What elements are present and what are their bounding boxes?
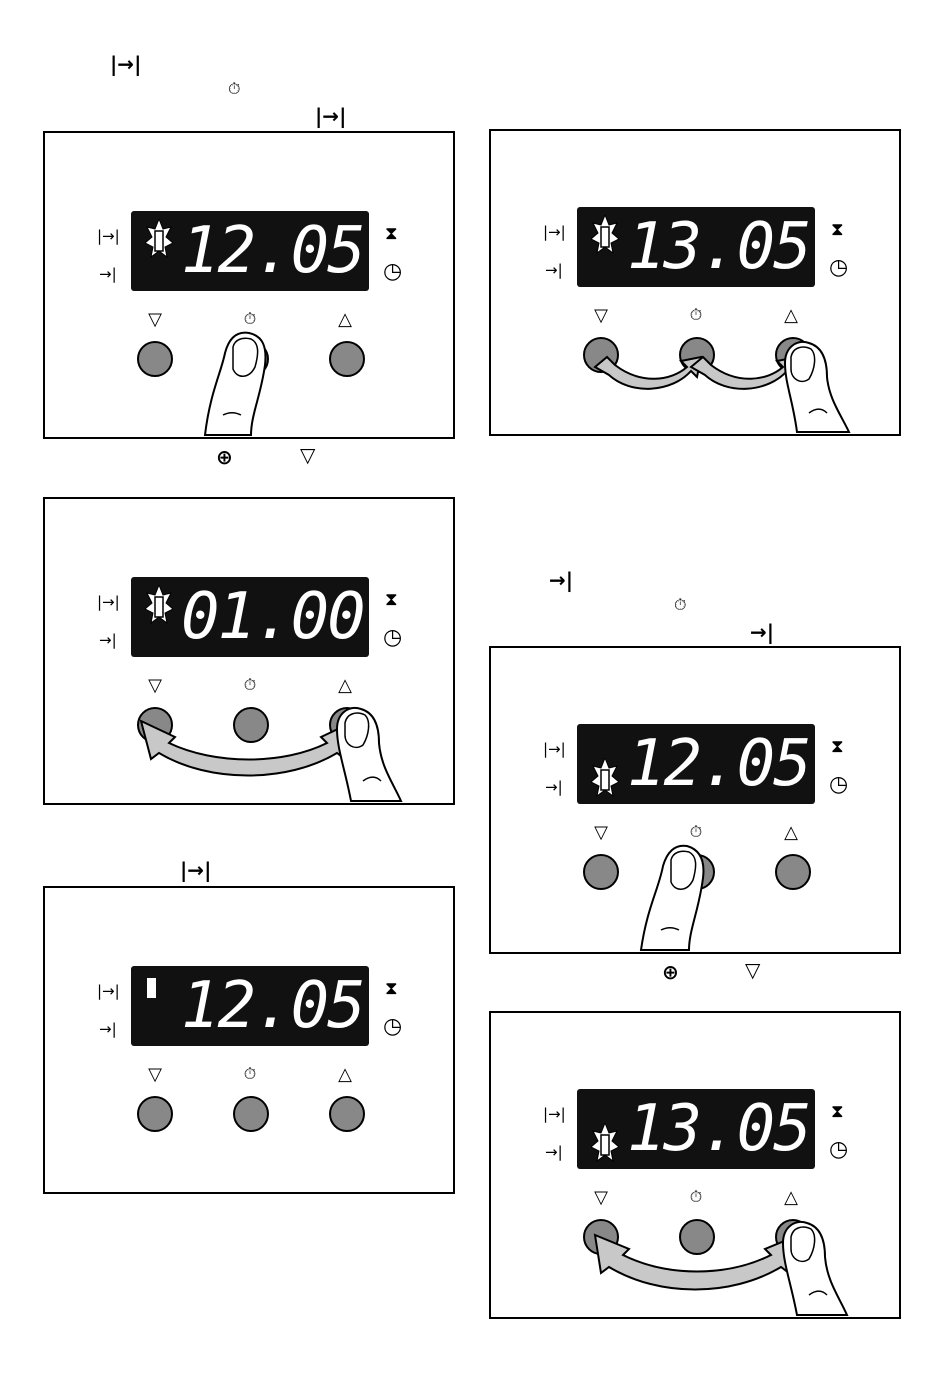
clock-button[interactable]	[679, 854, 715, 890]
time-readout: 12.05	[181, 968, 369, 1044]
down-arrow-icon: ▽	[589, 307, 613, 325]
minus-button[interactable]	[583, 1219, 619, 1255]
duration-label: →|	[545, 780, 563, 795]
lcd-display: 13.05	[577, 207, 815, 287]
clock-face-icon: ◷	[383, 627, 402, 649]
end-time-label: |→|	[97, 229, 120, 244]
timer-icon: ⧗	[831, 1103, 844, 1121]
minus-button[interactable]	[583, 854, 619, 890]
clock-icon: ⏱	[238, 677, 262, 693]
duration-label: →|	[99, 1022, 117, 1037]
clock-button[interactable]	[679, 337, 715, 373]
up-arrow-icon: △	[779, 1189, 803, 1207]
up-arrow-icon: △	[779, 824, 803, 842]
duration-label: →|	[99, 267, 117, 282]
timer-icon: ⧗	[831, 221, 844, 239]
duration-label: →|	[545, 263, 563, 278]
blinking-indicator-icon	[591, 1123, 619, 1167]
clock-face-icon: ◷	[829, 1139, 848, 1161]
clock-icon: ⏱	[684, 824, 708, 840]
oven-timer-panel: |→| →| 12.05 ⧗ ◷ ▽ ⏱ △	[43, 886, 455, 1194]
minus-icon: ▽	[300, 445, 315, 465]
end-time-label: |→|	[97, 984, 120, 999]
clock-icon: ⏱	[684, 307, 708, 323]
end-time-label: |→|	[543, 1107, 566, 1122]
blinking-indicator-icon	[145, 585, 173, 629]
time-readout: 12.05	[181, 213, 369, 289]
plus-icon: ⊕	[216, 447, 233, 467]
plus-button[interactable]	[775, 1219, 811, 1255]
down-arrow-icon: ▽	[143, 1066, 167, 1084]
oven-timer-panel: |→| →| 12.05 ⧗ ◷ ▽ ⏱ △	[489, 646, 901, 954]
plus-button[interactable]	[775, 854, 811, 890]
end-time-label: |→|	[543, 742, 566, 757]
minus-button[interactable]	[137, 1096, 173, 1132]
time-readout: 13.05	[627, 209, 815, 285]
down-arrow-icon: ▽	[589, 1189, 613, 1207]
plus-button[interactable]	[329, 1096, 365, 1132]
oven-timer-panel: |→| →| 13.05 ⧗ ◷ ▽ ⏱ △	[489, 129, 901, 436]
plus-button[interactable]	[329, 707, 365, 743]
duration-label: →|	[99, 633, 117, 648]
clock-button[interactable]	[233, 1096, 269, 1132]
clock-face-icon: ◷	[829, 257, 848, 279]
plus-button[interactable]	[329, 341, 365, 377]
blinking-indicator-icon	[591, 758, 619, 802]
blinking-indicator-icon	[145, 219, 173, 263]
time-readout: 13.05	[627, 1091, 815, 1167]
up-arrow-icon: △	[333, 311, 357, 329]
end-time-icon: |→|	[180, 860, 211, 880]
end-time-label: |→|	[97, 595, 120, 610]
clock-icon: ⏱	[684, 1189, 708, 1205]
lcd-display: 12.05	[577, 724, 815, 804]
down-arrow-icon: ▽	[143, 677, 167, 695]
up-arrow-icon: △	[333, 677, 357, 695]
time-readout: 01.00	[181, 579, 369, 655]
time-readout: 12.05	[627, 726, 815, 802]
timer-icon: ⧗	[831, 738, 844, 756]
oven-timer-panel: |→| →| 13.05 ⧗ ◷ ▽ ⏱ △	[489, 1011, 901, 1319]
end-time-icon: |→|	[315, 106, 346, 126]
clock-icon: ⏱	[238, 311, 262, 327]
timer-icon: ⧗	[385, 591, 398, 609]
minus-icon: ▽	[745, 960, 760, 980]
plus-icon: ⊕	[662, 962, 679, 982]
clock-icon: ⏱	[674, 597, 686, 613]
oven-timer-panel: |→| →| 01.00 ⧗ ◷ ▽ ⏱ △	[43, 497, 455, 805]
duration-label: →|	[545, 1145, 563, 1160]
down-arrow-icon: ▽	[589, 824, 613, 842]
timer-icon: ⧗	[385, 225, 398, 243]
end-time-label: |→|	[543, 225, 566, 240]
timer-icon: ⧗	[385, 980, 398, 998]
clock-button[interactable]	[233, 341, 269, 377]
clock-face-icon: ◷	[829, 774, 848, 796]
clock-face-icon: ◷	[383, 1016, 402, 1038]
lcd-display: 01.00	[131, 577, 369, 657]
blinking-indicator-icon	[591, 215, 619, 259]
minus-button[interactable]	[137, 341, 173, 377]
lcd-display: 12.05	[131, 966, 369, 1046]
minus-button[interactable]	[583, 337, 619, 373]
clock-button[interactable]	[233, 707, 269, 743]
end-time-icon: |→|	[110, 54, 141, 74]
up-arrow-icon: △	[779, 307, 803, 325]
clock-button[interactable]	[679, 1219, 715, 1255]
plus-button[interactable]	[775, 337, 811, 373]
clock-icon: ⏱	[228, 81, 240, 97]
duration-icon: →|	[750, 622, 774, 642]
up-arrow-icon: △	[333, 1066, 357, 1084]
indicator-bar	[147, 978, 156, 998]
lcd-display: 12.05	[131, 211, 369, 291]
clock-face-icon: ◷	[383, 261, 402, 283]
oven-timer-panel: |→| →| 12.05 ⧗ ◷ ▽ ⏱ △	[43, 131, 455, 439]
minus-button[interactable]	[137, 707, 173, 743]
clock-icon: ⏱	[238, 1066, 262, 1082]
down-arrow-icon: ▽	[143, 311, 167, 329]
lcd-display: 13.05	[577, 1089, 815, 1169]
duration-icon: →|	[549, 570, 573, 590]
